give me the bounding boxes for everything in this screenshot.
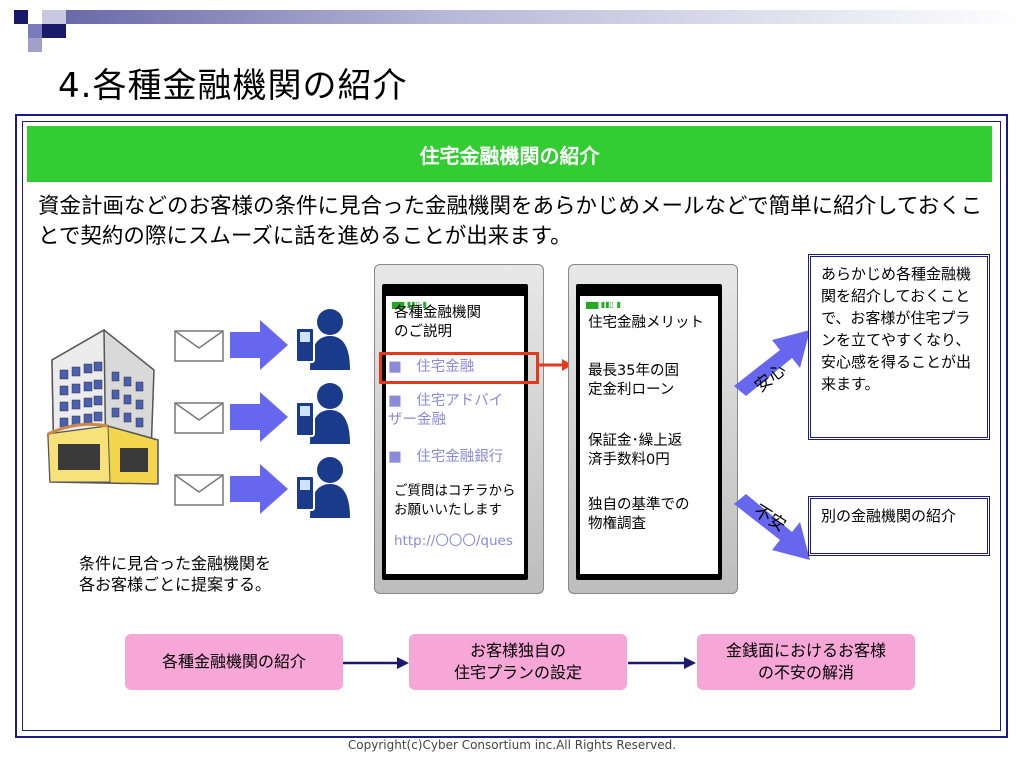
content-frame-inner [22, 121, 1001, 731]
phone-link[interactable]: http://〇〇〇/ques [394, 533, 513, 549]
arrow-up-right-icon [734, 330, 810, 396]
mobile-user-icon [295, 309, 350, 370]
caption-line: 条件に見合った金融機関を [79, 554, 272, 573]
phone-text: 最長35年の固 定金利ローン [588, 363, 679, 398]
arrow-right-icon [230, 320, 288, 370]
content-frame [15, 114, 1008, 738]
arrow-right-icon [538, 359, 572, 371]
signal-icon: ▆▆ ▮▮▯ ▮ [586, 300, 621, 309]
phone-menu-item[interactable]: ■ 住宅金融銀行 [388, 449, 504, 465]
intro-text: 資金計画などのお客様の条件に見合った金融機関をあらかじめメールなどで簡単に紹介し… [38, 194, 983, 249]
alternative-info-box: 別の金融機関の紹介 [808, 496, 990, 556]
envelope-icon [174, 474, 224, 506]
phone-text: 保証金･繰上返 済手数料0円 [588, 433, 683, 468]
flow-step-2: お客様独自の 住宅プランの設定 [409, 634, 627, 690]
flow-step-1: 各種金融機関の紹介 [125, 634, 343, 690]
selected-item-highlight [379, 352, 539, 384]
arrow-right-icon [343, 657, 409, 669]
arrow-right-icon [230, 392, 288, 442]
copyright-footer: Copyright(c)Cyber Consortium inc.All Rig… [347, 738, 677, 752]
phone-mockup-right: ▆▆ ▮▮▯ ▮ [568, 264, 738, 594]
section-banner: 住宅金融機関の紹介 [27, 126, 992, 182]
arrow-down-right-icon [734, 494, 810, 560]
caption: 条件に見合った金融機関を 各お客様ごとに提案する。 [79, 553, 271, 595]
envelope-icon [174, 402, 224, 434]
mobile-user-icon [295, 457, 350, 518]
flow-step-3: 金銭面におけるお客様 の不安の解消 [697, 634, 915, 690]
phone-heading: 各種金融機関 のご説明 [394, 305, 481, 340]
mobile-user-icon [295, 383, 350, 444]
phone-note: ご質問はコチラから お願いいたします [394, 483, 516, 518]
envelope-icon [174, 330, 224, 362]
arrow-right-icon [230, 464, 288, 514]
arrow-right-icon [628, 657, 696, 669]
phone-text: 独自の基準での 物権調査 [588, 497, 690, 532]
relief-info-box: あらかじめ各種金融機関を紹介しておくことで、お客様が住宅プランを立てやすくなり、… [808, 254, 990, 440]
page-title: 4.各種金融機関の紹介 [58, 66, 408, 106]
phone-menu-item[interactable]: ■ 住宅アドバイ ザー金融 [388, 393, 504, 428]
building-icon [47, 328, 159, 485]
phone-mockup-left: ▆▆ ▮▮▯ ▮ [374, 264, 544, 594]
signal-icon: ▆▆ ▮▮▯ ▮ [392, 300, 427, 309]
phone-menu-item[interactable]: ■ 住宅金融 [388, 359, 475, 375]
phone-text: 住宅金融メリット [588, 315, 704, 331]
caption-line: 各お客様ごとに提案する。 [79, 575, 272, 594]
